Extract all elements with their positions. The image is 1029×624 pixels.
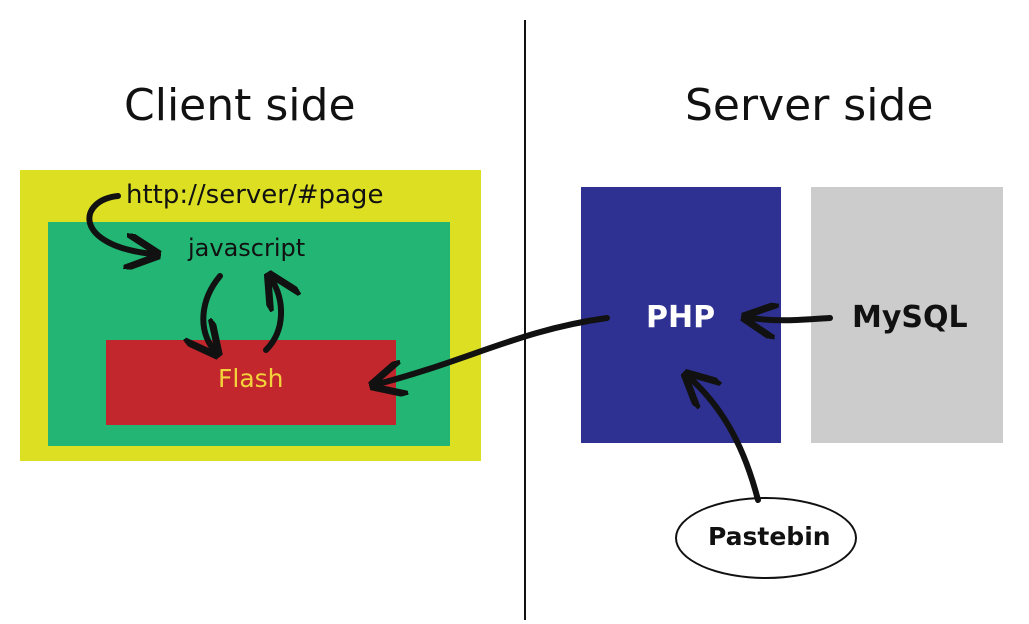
url-label: http://server/#page <box>126 180 384 210</box>
pastebin-ellipse <box>675 497 857 579</box>
client-server-divider <box>524 20 526 620</box>
mysql-label: MySQL <box>852 300 968 335</box>
pastebin-label: Pastebin <box>708 522 831 551</box>
server-side-heading: Server side <box>685 80 934 131</box>
client-side-heading: Client side <box>124 80 356 131</box>
php-label: PHP <box>646 300 716 335</box>
flash-label: Flash <box>218 364 284 393</box>
flash-box <box>106 340 396 425</box>
javascript-label: javascript <box>188 234 306 262</box>
mysql-box <box>811 187 1003 443</box>
